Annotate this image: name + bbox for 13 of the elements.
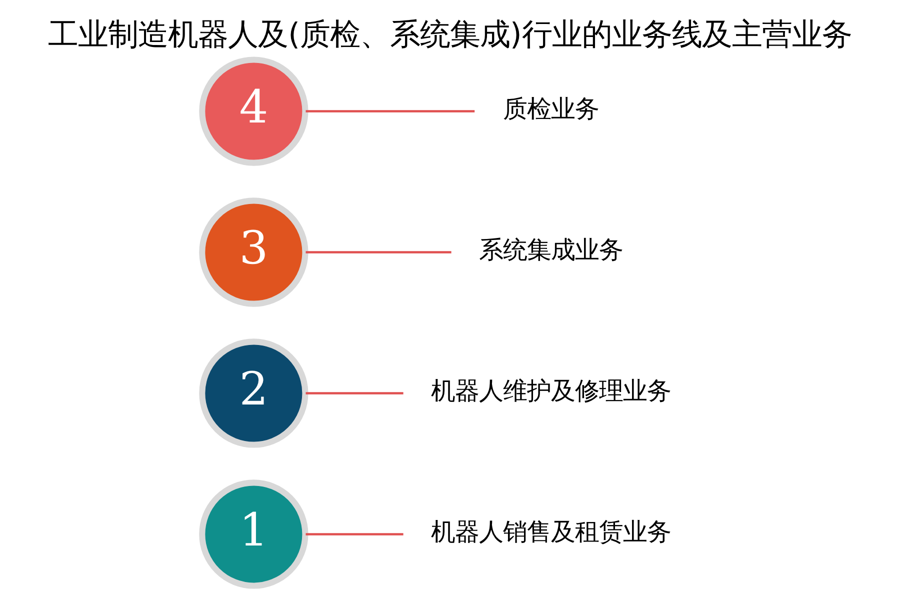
diagram-title: 工业制造机器人及(质检、系统集成)行业的业务线及主营业务 xyxy=(48,18,852,53)
node-text: 系统集成业务 xyxy=(478,235,623,264)
node-text: 机器人销售及租赁业务 xyxy=(430,516,671,546)
connector xyxy=(306,110,475,112)
node-circle: 4 xyxy=(199,56,308,166)
connector xyxy=(306,533,404,536)
connector xyxy=(306,251,452,254)
node-text: 质检业务 xyxy=(502,94,599,124)
node-circle: 1 xyxy=(199,480,308,589)
node-circle: 2 xyxy=(199,338,308,448)
node-circle: 3 xyxy=(199,198,308,307)
connector xyxy=(306,392,404,394)
node-text: 机器人维护及修理业务 xyxy=(430,376,671,405)
